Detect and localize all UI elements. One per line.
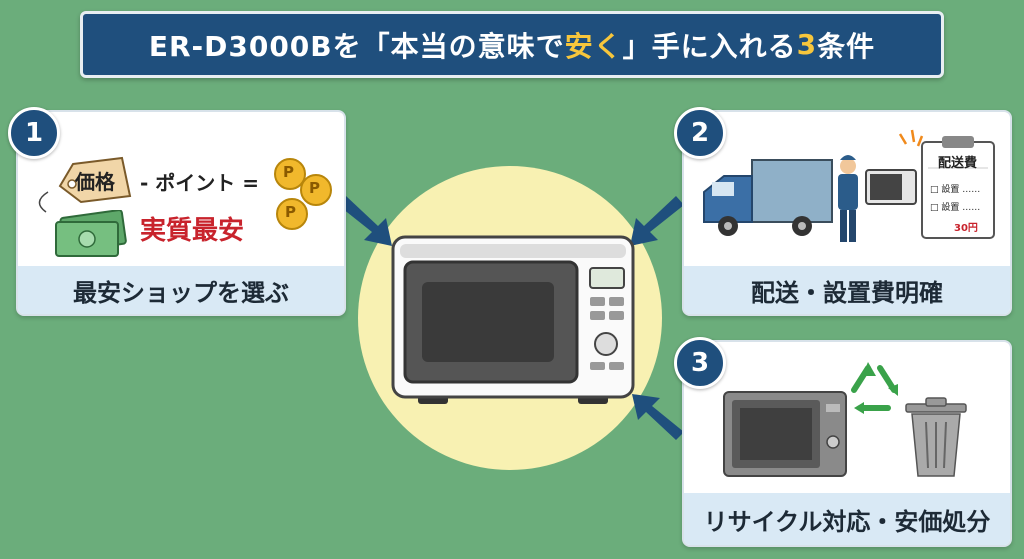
step-number-3: 3 (674, 337, 726, 389)
trash-can-icon (905, 397, 967, 477)
arrow-from-panel-2 (630, 196, 684, 246)
recycle-arrows-icon (851, 362, 898, 414)
panel-2-caption: 配送・設置費明確 (684, 266, 1010, 314)
clipboard-item-2: □ 設置 …… (930, 203, 981, 213)
step-number-2: 2 (674, 107, 726, 159)
title-highlight-three: 3 (796, 28, 818, 61)
coin-letter-3: P (285, 203, 296, 221)
coin-letter-2: P (309, 179, 320, 197)
point-coins-icon (274, 158, 332, 230)
microwave-icon (391, 235, 635, 404)
effective-lowest-text: 実質最安 (140, 216, 245, 246)
title-text-suffix: 条件 (817, 29, 876, 63)
clipboard-price: 30円 (954, 223, 978, 234)
price-tag-icon (38, 156, 132, 213)
money-bills-icon (55, 210, 127, 257)
panel-delivery-fee: 配送費 □ 設置 …… □ 設置 …… 30円 配送・設置費明確 (682, 110, 1012, 316)
title-text-middle: 」手に入れる (622, 29, 797, 63)
title-highlight-cheap: 安く (564, 29, 623, 63)
coin-letter-1: P (283, 163, 294, 181)
panel-recycling: リサイクル対応・安価処分 (682, 340, 1012, 547)
clipboard-item-1: □ 設置 …… (930, 185, 981, 195)
delivery-truck-icon (703, 129, 924, 242)
panel-cheapest-shop: 価格 - ポイント = P P P 実質最安 最安ショップを選ぶ (16, 110, 346, 316)
panel-1-caption: 最安ショップを選ぶ (18, 266, 344, 314)
price-tag-label: 価格 (75, 170, 115, 194)
old-microwave-icon (723, 391, 847, 477)
clipboard-title: 配送費 (938, 156, 978, 171)
step-number-1: 1 (8, 107, 60, 159)
arrow-from-panel-1 (338, 196, 392, 246)
panel-3-caption: リサイクル対応・安価処分 (684, 493, 1010, 545)
title-text-prefix: ER-D3000Bを「本当の意味で (148, 29, 565, 63)
formula-text: - ポイント = (140, 171, 259, 195)
recycling-illustration (723, 362, 967, 477)
clipboard-icon (921, 136, 995, 239)
arrow-from-panel-3 (632, 394, 684, 440)
